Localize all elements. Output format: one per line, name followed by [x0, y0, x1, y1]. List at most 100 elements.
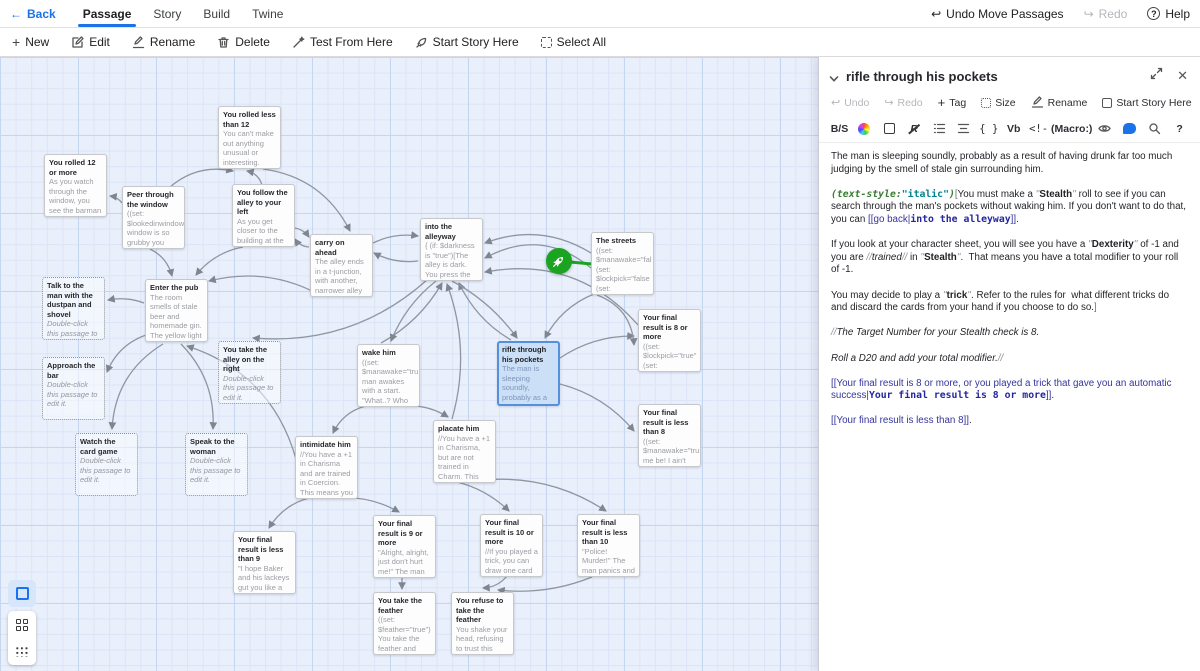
start-rocket-icon — [553, 256, 564, 267]
editor-line: Roll a D20 and add your total modifier./… — [831, 352, 1004, 364]
passage-node-excerpt: As you get closer to the building at the — [237, 216, 284, 245]
macro-icon[interactable]: (Macro:) — [1051, 122, 1093, 135]
tab-story[interactable]: Story — [153, 6, 182, 21]
passage-node[interactable]: Your final result is less than 9"I hope … — [233, 531, 296, 594]
editor-line: You may decide to play a ''trick''. Refe… — [831, 289, 1172, 314]
editor-line — [831, 315, 1188, 328]
passage-node-title: Peer through the window — [127, 190, 174, 209]
test-from-here-button[interactable]: Test From Here — [292, 35, 393, 49]
passage-node-title: You rolled less than 12 — [223, 110, 276, 129]
passage-editor-content[interactable]: The man is sleeping soundly, probably as… — [819, 143, 1200, 671]
redo-button[interactable]: ↪Redo — [1083, 6, 1128, 21]
passage-node-title: Watch the card game — [80, 437, 118, 456]
text-color-icon[interactable] — [852, 122, 877, 135]
passage-node-title: Your final result is 9 or more — [378, 519, 423, 547]
passage-node-excerpt: You shake your head, refusing to trust t… — [456, 624, 508, 653]
tab-build[interactable]: Build — [203, 6, 231, 21]
search-icon[interactable] — [1142, 122, 1167, 135]
size-button[interactable]: Size — [981, 97, 1016, 109]
passage-node-excerpt: ((set: $manawake="tru me be! I ain't don… — [643, 436, 700, 467]
panel-rename-button[interactable]: Rename — [1031, 96, 1087, 109]
passage-node-title: placate him — [438, 424, 480, 433]
passage-node-excerpt: The man is sleeping soundly, probably as… — [502, 364, 548, 402]
passage-node-title: Your final result is less than 9 — [238, 535, 284, 563]
passage-node-excerpt: As you watch through the window, you see… — [49, 177, 102, 215]
close-icon[interactable]: ✕ — [1177, 68, 1188, 83]
passage-node[interactable]: placate him//You have a +1 in Charisma, … — [433, 420, 496, 483]
start-story-here-checkbox[interactable]: Start Story Here — [1102, 97, 1192, 109]
passage-node[interactable]: intimidate him//You have a +1 in Charism… — [295, 436, 358, 499]
editor-line — [831, 277, 1188, 290]
menubar-right: ↩Undo Move Passages ↪Redo ?Help — [931, 0, 1190, 27]
passage-node-excerpt: ((set: $feather="true") You take the fea… — [378, 615, 431, 653]
rename-button[interactable]: Rename — [132, 35, 195, 49]
passage-node[interactable]: The streets((set: $manawake="fal (set: $… — [591, 232, 654, 295]
editor-line — [831, 403, 1188, 416]
comment-markup-icon[interactable]: <!- — [1029, 122, 1049, 135]
add-tag-button[interactable]: +Tag — [937, 95, 967, 110]
bold-strike-icon[interactable]: B/S — [830, 122, 849, 135]
passage-node-title: wake him — [362, 348, 396, 357]
preview-eye-icon[interactable] — [1092, 122, 1117, 135]
undo-move-passages-button[interactable]: ↩Undo Move Passages — [931, 6, 1064, 21]
collapse-chevron-icon[interactable] — [829, 71, 839, 82]
passage-node[interactable]: Talk to the man with the dustpan and sho… — [42, 277, 105, 340]
rocket-icon — [415, 37, 426, 48]
back-button[interactable]: ←Back — [10, 6, 56, 21]
align-center-icon[interactable] — [951, 122, 976, 135]
passage-node[interactable]: Your final result is less than 8((set: $… — [638, 404, 701, 467]
zoom-level-small-button[interactable] — [8, 638, 36, 665]
passage-node[interactable]: Peer through the window((set: $lookedinw… — [122, 186, 185, 249]
passage-node[interactable]: Your final result is 9 or more"Alright, … — [373, 515, 436, 578]
passage-node-excerpt: The alley ends in a t-junction, with ano… — [315, 257, 366, 296]
help-button[interactable]: ?Help — [1147, 7, 1190, 21]
passage-node[interactable]: wake him((set: $manawake="tru man awakes… — [357, 344, 420, 407]
zoom-level-full-button[interactable] — [8, 580, 36, 607]
verbatim-icon[interactable]: Vb — [1006, 122, 1021, 135]
panel-redo-button[interactable]: ↪Redo — [884, 96, 923, 110]
border-box-icon[interactable] — [877, 123, 902, 134]
tab-passage[interactable]: Passage — [72, 0, 143, 27]
passage-title: rifle through his pockets — [846, 68, 998, 84]
passage-node[interactable]: Your final result is less than 10"Police… — [577, 514, 640, 577]
passage-node-excerpt: //If you played a trick, you can draw on… — [485, 546, 538, 577]
comment-bubble-icon[interactable] — [1117, 123, 1142, 134]
zoom-controls — [8, 580, 36, 665]
passage-node-excerpt: //You have a +1 in Charisma, but are not… — [438, 433, 491, 481]
plus-icon: + — [937, 95, 946, 110]
panel-undo-button[interactable]: ↩Undo — [831, 96, 870, 110]
new-passage-button[interactable]: +New — [12, 34, 50, 50]
edit-button[interactable]: Edit — [71, 35, 110, 49]
passage-node-excerpt: You can't make out anything unusual or i… — [223, 129, 274, 167]
passage-node[interactable]: Your final result is 10 or more//If you … — [480, 514, 543, 577]
passage-node-excerpt: Double-click this passage to — [47, 319, 98, 338]
delete-button[interactable]: Delete — [217, 35, 270, 49]
format-help-icon[interactable]: ? — [1176, 122, 1183, 135]
tab-twine[interactable]: Twine — [252, 6, 284, 21]
size-icon — [981, 97, 992, 108]
passage-node-title: The streets — [596, 236, 637, 245]
passage-node[interactable]: Your final result is 8 or more((set: $lo… — [638, 309, 701, 372]
braces-icon[interactable]: { } — [979, 122, 999, 135]
passage-node[interactable]: into the alleyway{ (if: $darkness is "tr… — [420, 218, 483, 281]
passage-node[interactable]: You take the feather((set: $feather="tru… — [373, 592, 436, 655]
maximize-icon[interactable] — [1150, 67, 1163, 85]
numbered-list-icon[interactable] — [927, 122, 952, 135]
zoom-level-medium-button[interactable] — [8, 611, 36, 638]
passage-node-excerpt: { (if: $darkness is "true")[The alley is… — [425, 241, 475, 279]
select-all-button[interactable]: Select All — [540, 35, 606, 49]
passage-node-excerpt: ((set: $lookedinwindow window is so grub… — [127, 209, 185, 247]
remove-style-icon[interactable]: R — [902, 123, 927, 135]
start-story-here-button[interactable]: Start Story Here — [415, 35, 519, 49]
